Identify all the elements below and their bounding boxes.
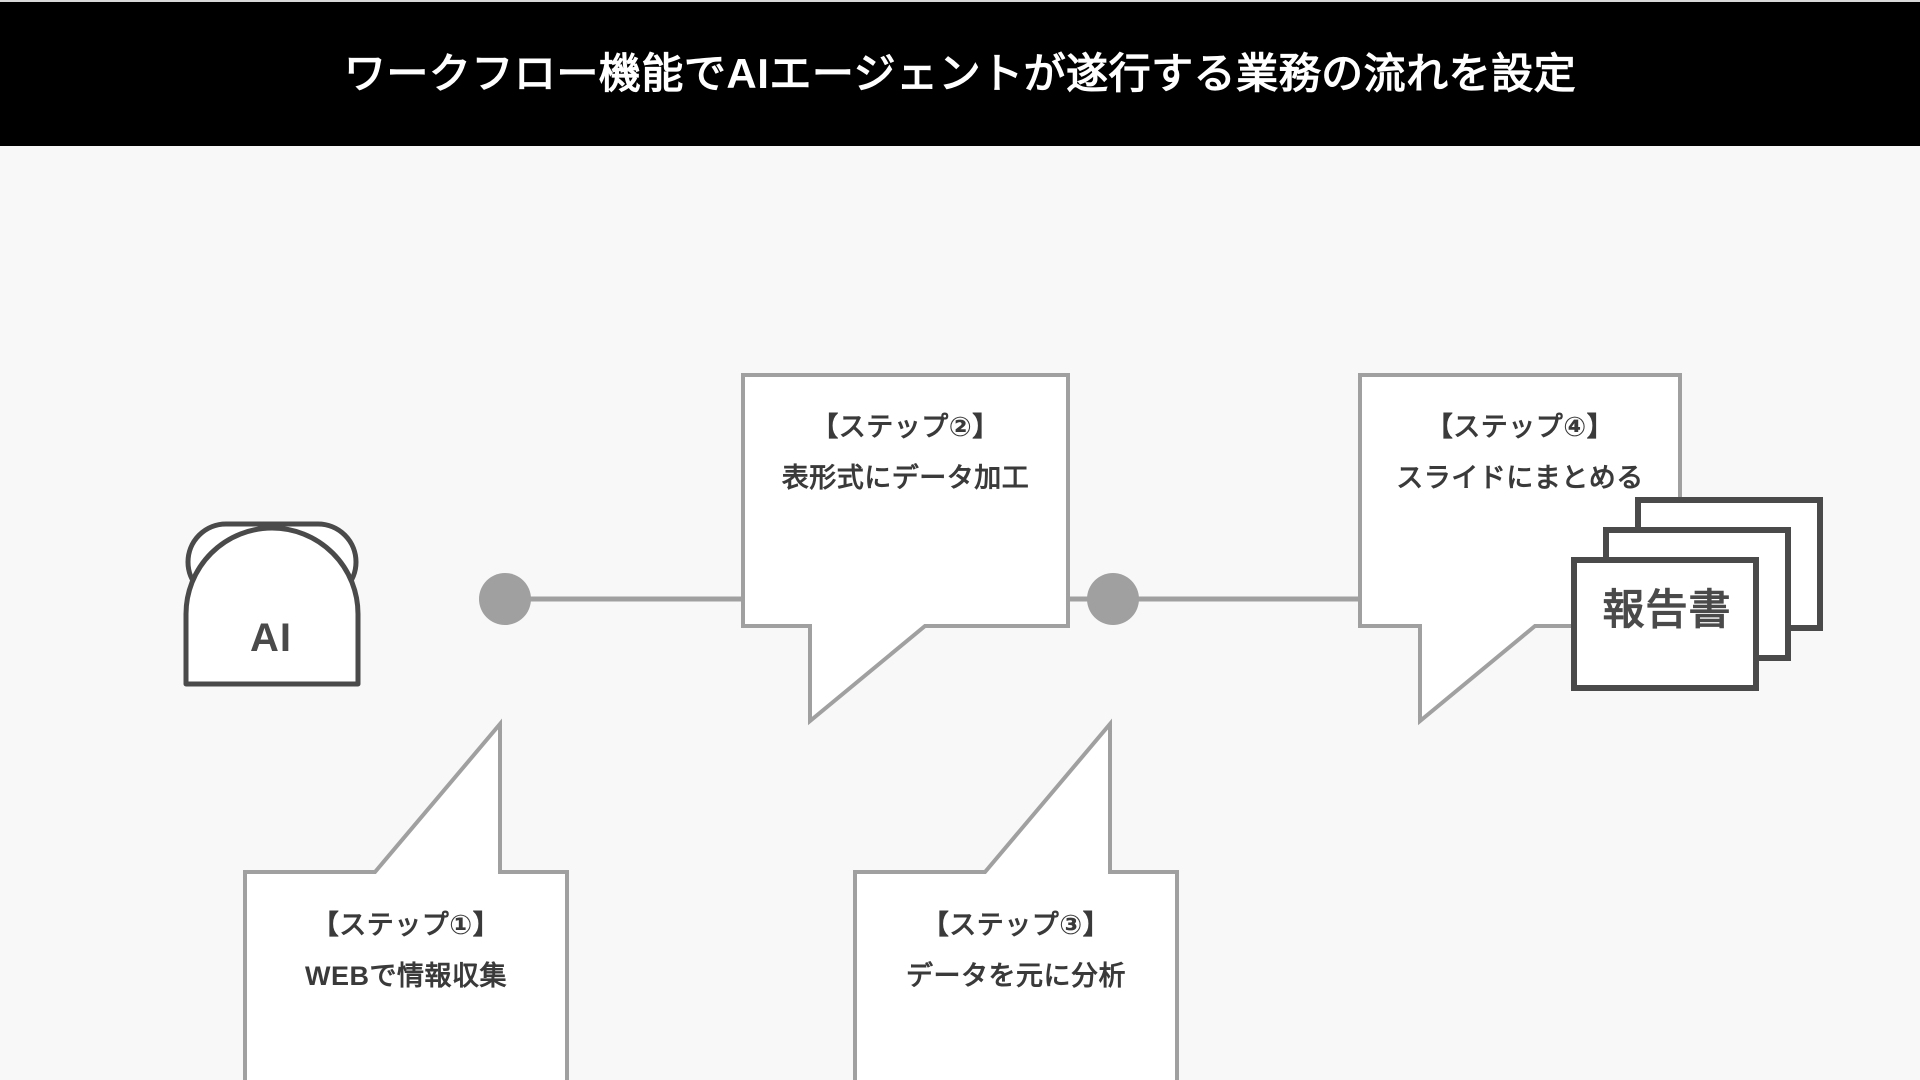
callout-step-4[interactable] xyxy=(1358,373,1682,726)
callout-step-3[interactable] xyxy=(853,718,1179,1080)
header-band: ワークフロー機能でAIエージェントが遂行する業務の流れを設定 xyxy=(0,2,1920,146)
stacked-documents-icon xyxy=(1571,497,1823,691)
page-title: ワークフロー機能でAIエージェントが遂行する業務の流れを設定 xyxy=(343,49,1577,97)
callout-step-2[interactable] xyxy=(741,373,1070,726)
callout-step-1[interactable] xyxy=(243,718,569,1080)
workflow-diagram: AI 【ステップ①】 WEBで情報収集 【ステップ②】 表形式にデータ加工 【ス… xyxy=(0,146,1920,1080)
timeline-node-1[interactable] xyxy=(479,573,531,625)
document-sheet-front xyxy=(1571,557,1759,691)
ai-robot-body xyxy=(183,525,361,687)
ai-robot-icon xyxy=(183,521,361,687)
timeline-node-3[interactable] xyxy=(1087,573,1139,625)
diagram-canvas xyxy=(183,373,1823,1080)
